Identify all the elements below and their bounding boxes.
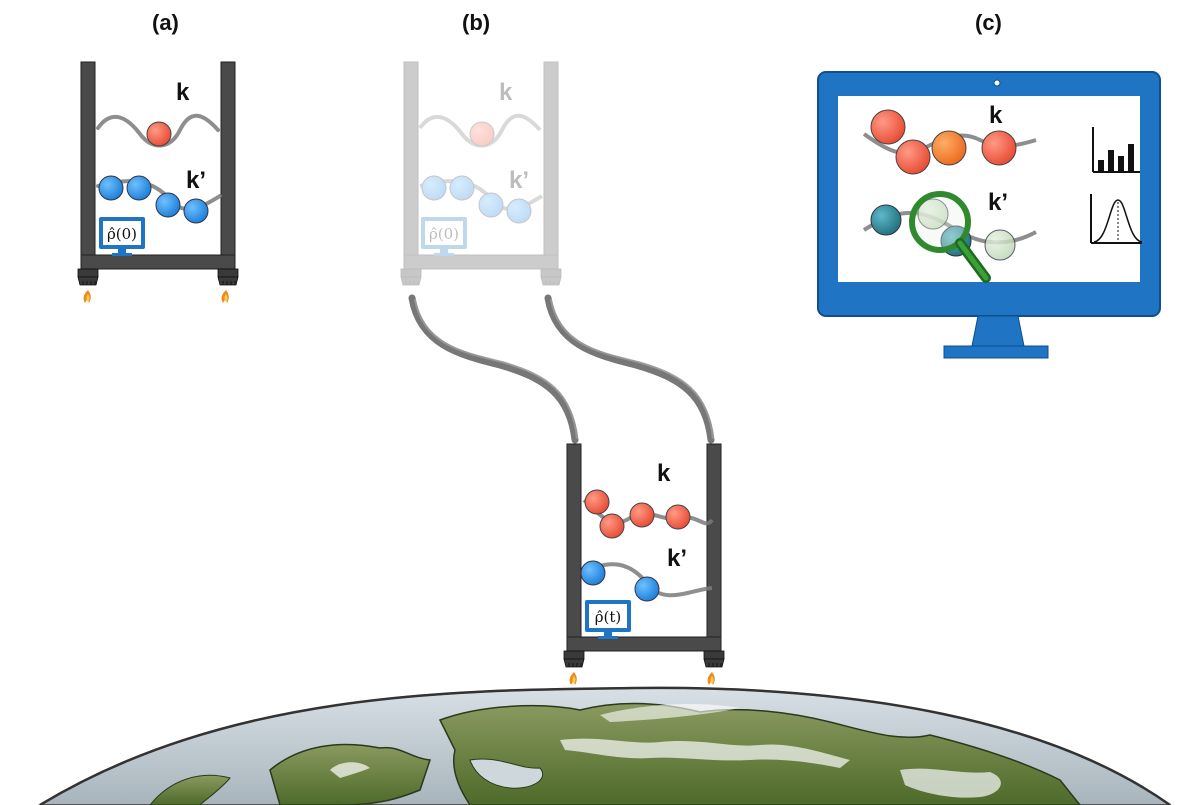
state-monitor-lower: ρ̂(t) <box>585 600 631 639</box>
kprime-label: k’ <box>186 167 206 194</box>
state-label-a: ρ̂(0) <box>107 225 137 243</box>
kprime-label-c: k’ <box>988 189 1008 216</box>
k-label-faded: k <box>499 79 513 106</box>
k-particles-c <box>870 109 1017 175</box>
panel-c-label: (c) <box>975 10 1002 35</box>
k-label-lower: k <box>657 460 671 487</box>
panel-b-upper: k k’ ρ̂(0) <box>400 61 562 286</box>
earth-globe <box>38 686 1172 805</box>
rocket-frame-a <box>77 61 239 286</box>
k-label: k <box>176 79 190 106</box>
kprime-particles <box>98 175 209 224</box>
rocket-frame-b-faded <box>400 61 562 286</box>
trajectory-strokes <box>408 294 715 444</box>
gaussian-curve-icon <box>1090 194 1143 244</box>
panel-a: k k’ ρ̂(0) <box>77 61 239 303</box>
thruster-flame <box>83 290 229 303</box>
panel-b-lower: k k’ ρ̂(t) <box>563 443 725 685</box>
kprime-label-lower: k’ <box>667 545 687 572</box>
thruster-flame <box>569 672 715 685</box>
magnifier-icon <box>909 191 991 283</box>
panel-b-label: (b) <box>462 10 490 35</box>
kprime-label-faded: k’ <box>509 167 529 194</box>
state-label-b-faded: ρ̂(0) <box>429 225 459 243</box>
panel-c: k k’ <box>817 71 1161 359</box>
state-monitor-a: ρ̂(0) <box>99 217 145 256</box>
k-particle <box>146 121 172 147</box>
panel-a-label: (a) <box>152 10 179 35</box>
rocket-frame-b <box>563 443 725 668</box>
k-particles <box>584 489 691 539</box>
kprime-particles <box>580 560 660 602</box>
state-label-lower: ρ̂(t) <box>595 608 622 626</box>
k-label-c: k <box>989 102 1003 129</box>
bar-chart-icon <box>1092 127 1140 173</box>
